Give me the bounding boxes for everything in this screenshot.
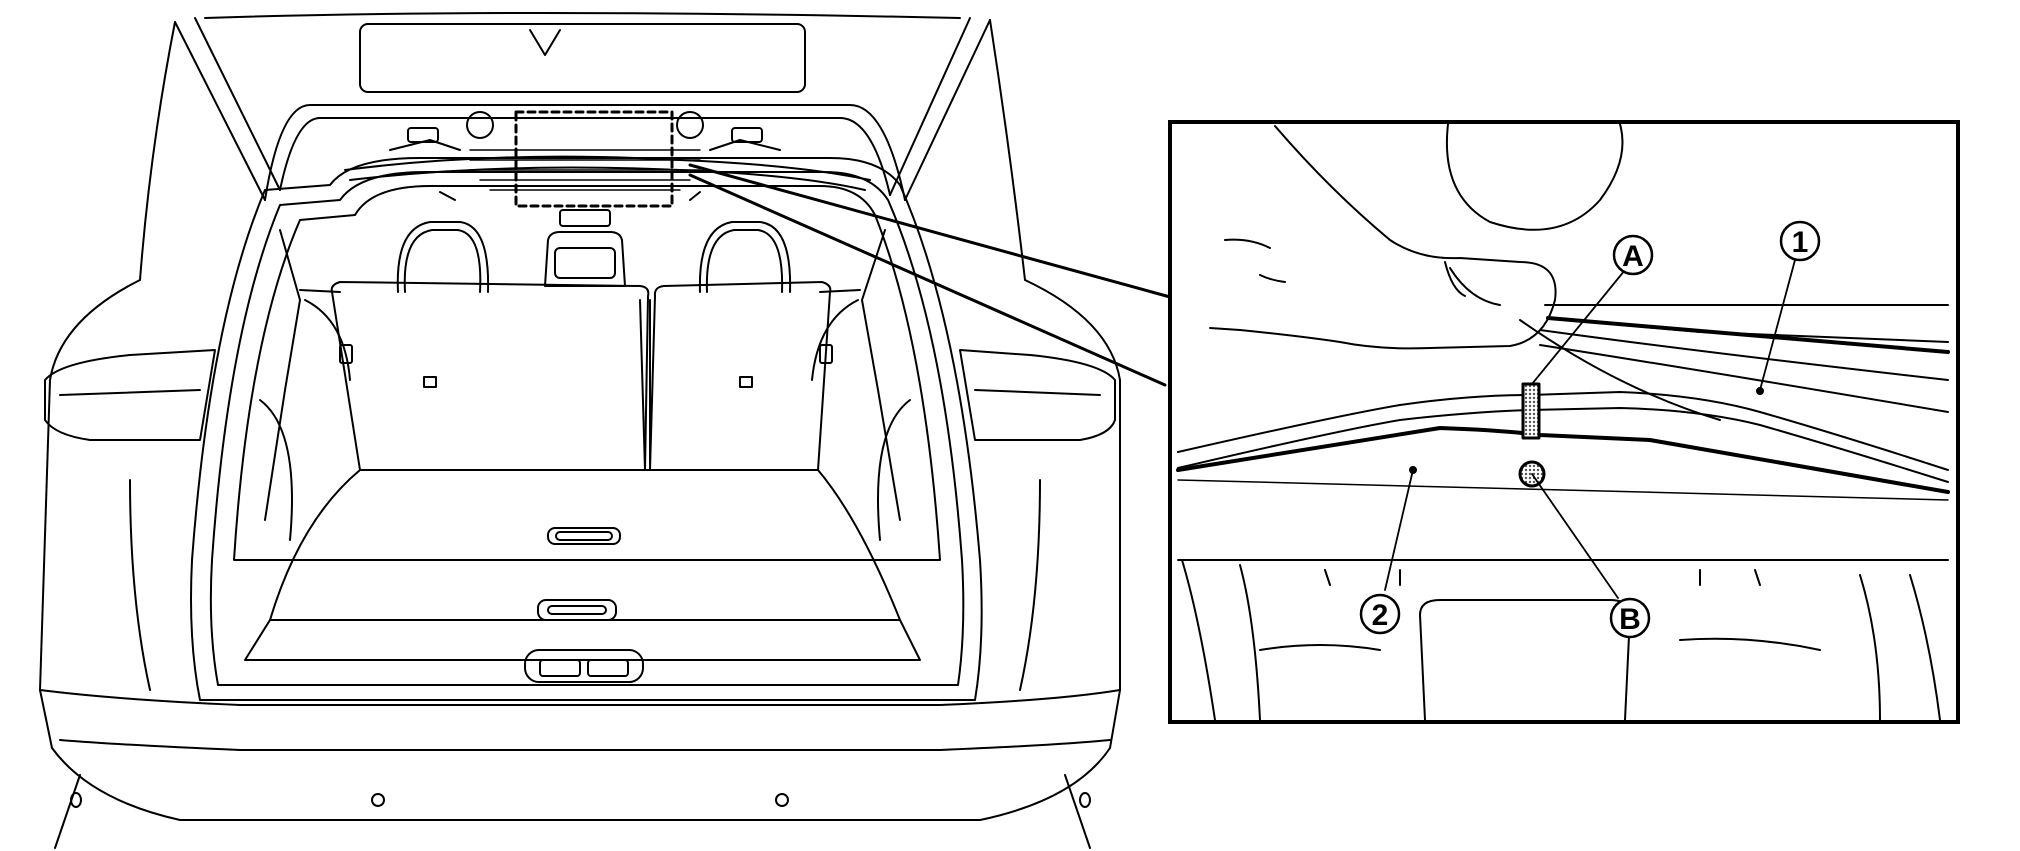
clip-a-shape (1521, 382, 1541, 440)
zoom-leader-lines (688, 163, 1172, 387)
body-sides (39, 19, 1121, 691)
callout-1-label: 1 (1792, 226, 1809, 259)
vehicle-rear-view (39, 12, 1172, 849)
callout-a-label: A (1622, 240, 1644, 273)
rear-bumper (39, 649, 1121, 849)
tail-light-right (959, 349, 1116, 441)
rear-seatbacks (299, 281, 861, 471)
detail-panel: A 1 2 B (1168, 120, 1960, 724)
headrests (396, 209, 792, 293)
callout-b: B (1609, 597, 1651, 639)
detail-panel-frame (1168, 120, 1960, 724)
tailgate-open (174, 12, 991, 201)
callout-1: 1 (1779, 220, 1821, 262)
cargo-floor (244, 469, 921, 661)
tailgate-window (359, 23, 806, 93)
callout-2-label: 2 (1372, 599, 1389, 632)
tailgate-hinges (389, 127, 781, 151)
detail-region-box (514, 110, 674, 208)
tail-light-left (44, 349, 216, 441)
floor-handle-lower (537, 599, 617, 621)
callout-2: 2 (1359, 593, 1401, 635)
floor-handle-upper (547, 527, 621, 545)
side-trim (259, 229, 911, 541)
lower-interior (1181, 559, 1941, 721)
tailgate-latch (524, 649, 644, 683)
callout-a: A (1612, 234, 1654, 276)
cargo-opening (190, 157, 983, 701)
finger-illustration (1209, 125, 1557, 350)
headlining-trim (344, 155, 871, 201)
callout-b-label: B (1619, 603, 1641, 636)
